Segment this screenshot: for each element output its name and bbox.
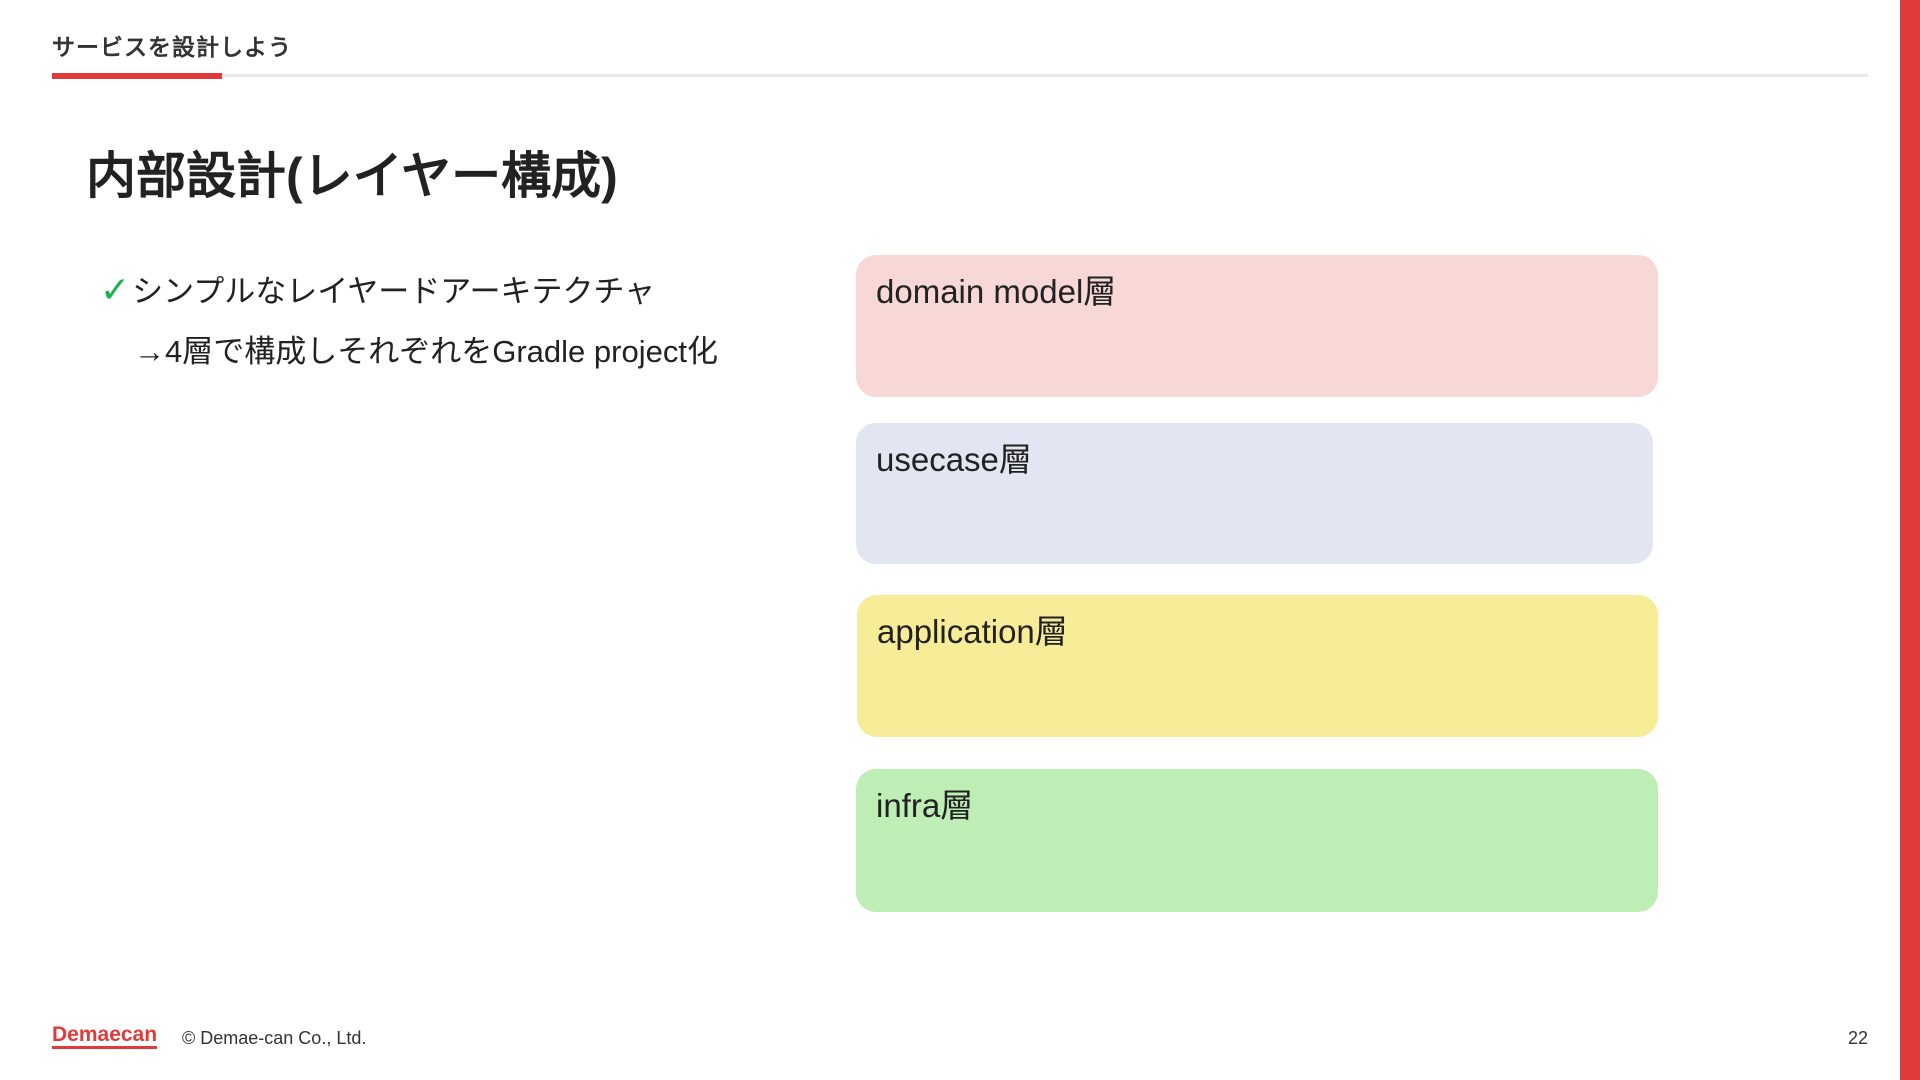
layer-box-domain-model: domain model層 [856,255,1658,397]
layer-box-usecase: usecase層 [856,423,1653,564]
company-logo: Demaecan [52,1024,158,1049]
right-accent-bar [1900,0,1920,1080]
layer-label: application層 [877,613,1068,650]
copyright-text: © Demae-can Co., Ltd. [182,1028,367,1048]
check-icon: ✓ [100,269,131,310]
header-divider [52,74,1868,77]
section-header: サービスを設計しよう [52,34,292,60]
page-number: 22 [1847,1028,1868,1048]
bullet-text: シンプルなレイヤードアーキテクチャ [132,274,656,309]
header-accent-underline [52,73,222,79]
page-title: 内部設計(レイヤー構成) [86,148,618,204]
layer-label: domain model層 [876,273,1117,310]
bullet-item: ✓シンプルなレイヤードアーキテクチャ [100,266,655,311]
layer-box-infra: infra層 [856,769,1658,912]
layer-label: usecase層 [876,441,1032,478]
bullet-subtext: →4層で構成しそれぞれをGradle project化 [134,334,718,369]
layer-box-application: application層 [857,595,1658,737]
layer-label: infra層 [876,787,974,824]
